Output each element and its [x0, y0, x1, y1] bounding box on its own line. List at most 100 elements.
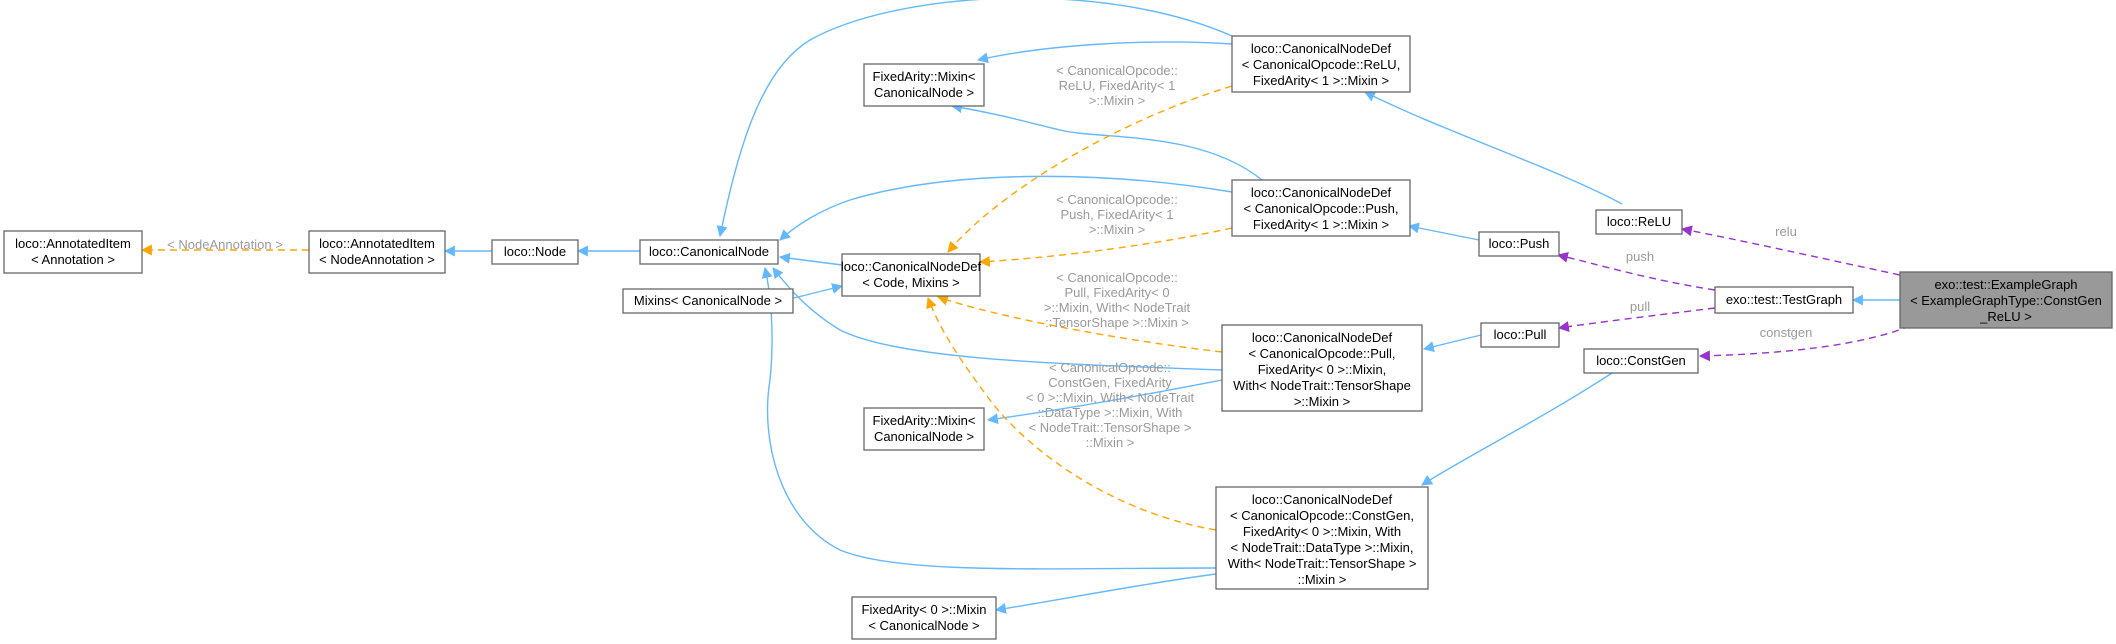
edge-relu-to-def-relu — [1364, 91, 1623, 205]
svg-text:< NodeTrait::TensorShape >: < NodeTrait::TensorShape > — [1029, 420, 1192, 435]
svg-text:loco::AnnotatedItem: loco::AnnotatedItem — [15, 236, 131, 251]
edge-usage-push — [1556, 251, 1716, 291]
svg-text:< CanonicalOpcode::ReLU,: < CanonicalOpcode::ReLU, — [1242, 57, 1401, 72]
node-fixed-arity-0-mixin[interactable]: FixedArity< 0 >::Mixin < CanonicalNode > — [851, 596, 997, 640]
svg-text:< CanonicalOpcode::: < CanonicalOpcode:: — [1049, 360, 1171, 375]
svg-text:::TensorShape >::Mixin >: ::TensorShape >::Mixin > — [1045, 315, 1189, 330]
svg-text:loco::CanonicalNodeDef: loco::CanonicalNodeDef — [841, 259, 982, 274]
svg-text:FixedArity< 0 >::Mixin: FixedArity< 0 >::Mixin — [862, 602, 987, 617]
svg-text:< Annotation >: < Annotation > — [31, 252, 115, 267]
svg-text:< NodeTrait::DataType >::Mixin: < NodeTrait::DataType >::Mixin, — [1230, 540, 1413, 555]
svg-text:Pull, FixedArity< 0: Pull, FixedArity< 0 — [1064, 285, 1169, 300]
svg-text:FixedArity::Mixin<: FixedArity::Mixin< — [873, 413, 976, 428]
svg-text:exo::test::ExampleGraph: exo::test::ExampleGraph — [1934, 277, 2077, 292]
node-def-relu[interactable]: loco::CanonicalNodeDef < CanonicalOpcode… — [1231, 35, 1411, 93]
edge-label-node-annotation: < NodeAnnotation > — [167, 237, 283, 252]
svg-text:< ExampleGraphType::ConstGen: < ExampleGraphType::ConstGen — [1910, 293, 2102, 308]
node-example-graph[interactable]: exo::test::ExampleGraph < ExampleGraphTy… — [1899, 271, 2113, 329]
node-push[interactable]: loco::Push — [1478, 231, 1560, 257]
edge-usage-constgen — [1698, 325, 1911, 362]
edge-template-push — [978, 227, 1233, 267]
svg-text:FixedArity< 1 >::Mixin >: FixedArity< 1 >::Mixin > — [1253, 217, 1389, 232]
edge-label-constgen: constgen — [1760, 325, 1813, 340]
svg-text:::DataType >::Mixin, With: ::DataType >::Mixin, With — [1038, 405, 1183, 420]
edge-constgen-to-def-constgen — [1421, 372, 1613, 486]
node-fixed-arity-mixin-mid[interactable]: FixedArity::Mixin< CanonicalNode > — [863, 407, 985, 451]
svg-text:ConstGen, FixedArity: ConstGen, FixedArity — [1048, 375, 1172, 390]
svg-text:< Code, Mixins >: < Code, Mixins > — [862, 275, 960, 290]
edge-mixins-to-canonical-node-def — [793, 283, 844, 299]
svg-text:FixedArity< 0 >::Mixin,: FixedArity< 0 >::Mixin, — [1258, 362, 1387, 377]
node-canonical-node[interactable]: loco::CanonicalNode — [639, 239, 779, 265]
svg-text:push: push — [1626, 249, 1654, 264]
edge-def-pull-to-canonical-node — [772, 267, 1223, 371]
svg-text:< CanonicalOpcode::Push,: < CanonicalOpcode::Push, — [1243, 201, 1398, 216]
edge-label-pull: pull — [1630, 299, 1650, 314]
edge-template-pull — [936, 294, 1223, 353]
svg-text:exo::test::TestGraph: exo::test::TestGraph — [1726, 292, 1842, 307]
edge-pull-to-def-pull — [1422, 334, 1482, 352]
node-loco-node[interactable]: loco::Node — [491, 239, 579, 265]
node-canonical-node-def[interactable]: loco::CanonicalNodeDef < Code, Mixins > — [841, 253, 982, 297]
svg-text:>::Mixin >: >::Mixin > — [1089, 222, 1145, 237]
svg-text:::Mixin >: ::Mixin > — [1298, 572, 1347, 587]
svg-text:loco::CanonicalNodeDef: loco::CanonicalNodeDef — [1251, 185, 1392, 200]
svg-text:< CanonicalNode >: < CanonicalNode > — [868, 618, 979, 633]
svg-text:loco::ConstGen: loco::ConstGen — [1596, 353, 1686, 368]
svg-text:Mixins< CanonicalNode >: Mixins< CanonicalNode > — [634, 293, 782, 308]
node-relu[interactable]: loco::ReLU — [1595, 209, 1683, 235]
svg-text:With< NodeTrait::TensorShape >: With< NodeTrait::TensorShape > — [1228, 556, 1417, 571]
node-mixins-canonical-node[interactable]: Mixins< CanonicalNode > — [622, 288, 794, 314]
svg-text:< CanonicalOpcode::Pull,: < CanonicalOpcode::Pull, — [1248, 346, 1395, 361]
svg-text:loco::Push: loco::Push — [1489, 236, 1550, 251]
edge-def-push-to-canonical-node — [779, 175, 1233, 241]
svg-text:loco::ReLU: loco::ReLU — [1607, 214, 1671, 229]
edge-label-relu-template: < CanonicalOpcode:: ReLU, FixedArity< 1 … — [1056, 63, 1178, 108]
edge-def-pull-to-fixed-arity-mid — [986, 379, 1223, 425]
svg-text:pull: pull — [1630, 299, 1650, 314]
edge-label-constgen-template: < CanonicalOpcode:: ConstGen, FixedArity… — [1026, 360, 1195, 450]
svg-text:Push, FixedArity< 1: Push, FixedArity< 1 — [1060, 207, 1173, 222]
node-annotated-item-annotation[interactable]: loco::AnnotatedItem < Annotation > — [3, 230, 143, 274]
svg-text:>::Mixin, With< NodeTrait: >::Mixin, With< NodeTrait — [1044, 300, 1191, 315]
node-annotated-item-node-annotation[interactable]: loco::AnnotatedItem < NodeAnnotation > — [308, 230, 446, 274]
node-constgen[interactable]: loco::ConstGen — [1583, 348, 1699, 374]
svg-text:FixedArity< 1 >::Mixin >: FixedArity< 1 >::Mixin > — [1253, 73, 1389, 88]
svg-text:loco::CanonicalNodeDef: loco::CanonicalNodeDef — [1252, 330, 1393, 345]
edge-def-constgen-to-canonical-node — [761, 266, 1217, 570]
svg-text:ReLU, FixedArity< 1: ReLU, FixedArity< 1 — [1059, 78, 1176, 93]
svg-text:CanonicalNode >: CanonicalNode > — [874, 429, 974, 444]
svg-text:>::Mixin >: >::Mixin > — [1294, 394, 1350, 409]
edge-label-push: push — [1626, 249, 1654, 264]
svg-text:loco::Node: loco::Node — [504, 244, 566, 259]
edge-usage-relu — [1680, 225, 1901, 276]
node-def-push[interactable]: loco::CanonicalNodeDef < CanonicalOpcode… — [1231, 179, 1411, 237]
svg-text:loco::CanonicalNodeDef: loco::CanonicalNodeDef — [1251, 41, 1392, 56]
node-fixed-arity-mixin-top[interactable]: FixedArity::Mixin< CanonicalNode > — [863, 63, 985, 107]
edge-template-constgen — [926, 296, 1217, 531]
svg-text:relu: relu — [1775, 224, 1797, 239]
edge-def-push-to-fixed-arity-top — [950, 102, 1263, 181]
edge-label-relu: relu — [1775, 224, 1797, 239]
edge-usage-pull — [1557, 307, 1716, 333]
svg-text:loco::Pull: loco::Pull — [1494, 327, 1547, 342]
svg-text:< NodeAnnotation >: < NodeAnnotation > — [319, 252, 435, 267]
edge-def-relu-to-fixed-arity-top — [976, 41, 1233, 64]
svg-text:FixedArity< 0 >::Mixin, With: FixedArity< 0 >::Mixin, With — [1243, 524, 1401, 539]
node-pull[interactable]: loco::Pull — [1480, 322, 1560, 348]
svg-text:>::Mixin >: >::Mixin > — [1089, 93, 1145, 108]
svg-text:loco::AnnotatedItem: loco::AnnotatedItem — [319, 236, 435, 251]
node-test-graph[interactable]: exo::test::TestGraph — [1714, 286, 1854, 314]
svg-text:CanonicalNode >: CanonicalNode > — [874, 85, 974, 100]
node-def-constgen[interactable]: loco::CanonicalNodeDef < CanonicalOpcode… — [1215, 486, 1429, 590]
edge-label-push-template: < CanonicalOpcode:: Push, FixedArity< 1 … — [1056, 192, 1178, 237]
edge-def-relu-to-canonical-node — [716, 0, 1233, 238]
svg-text:_ReLU >: _ReLU > — [1979, 309, 2032, 324]
edge-label-pull-template: < CanonicalOpcode:: Pull, FixedArity< 0 … — [1044, 270, 1191, 330]
svg-text:::Mixin >: ::Mixin > — [1086, 435, 1135, 450]
edge-push-to-def-push — [1407, 222, 1480, 241]
edge-def-constgen-to-fixed-arity-0 — [994, 573, 1217, 614]
node-def-pull[interactable]: loco::CanonicalNodeDef < CanonicalOpcode… — [1221, 324, 1423, 412]
edge-template-relu — [947, 85, 1233, 253]
